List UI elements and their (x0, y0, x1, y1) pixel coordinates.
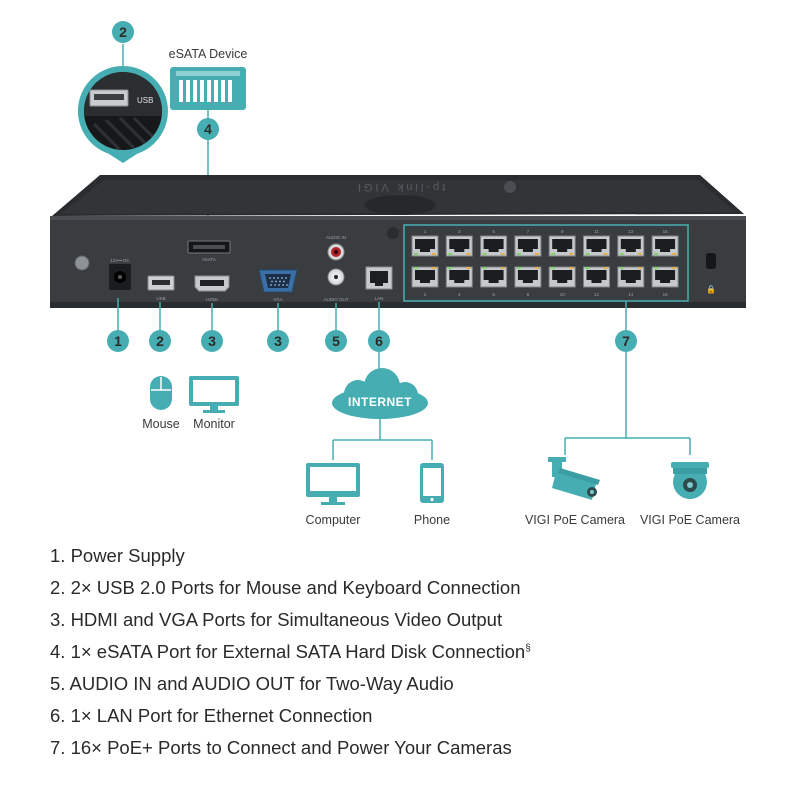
lock-icon: 🔒 (706, 285, 716, 294)
usb-zoom-bubble: USB (77, 66, 168, 163)
internet-label: INTERNET (348, 395, 412, 409)
poe-port-number-9: 9 (561, 229, 564, 234)
monitor-icon (189, 376, 239, 413)
poe-port-15 (651, 235, 679, 257)
lan-label: LAN (375, 296, 384, 301)
callout-3-hdmi-number: 3 (208, 333, 216, 349)
poe-port-number-11: 11 (594, 229, 599, 234)
callout-3-vga-number: 3 (274, 333, 282, 349)
poe-port-number-4: 4 (458, 292, 461, 297)
callout-7: 7 (615, 330, 637, 352)
callout-6: 6 (368, 330, 390, 352)
poe-port-16 (651, 266, 679, 288)
callout-3-hdmi: 3 (201, 330, 223, 352)
callout-1: 1 (107, 330, 129, 352)
camera2-label: VIGI PoE Camera (640, 513, 740, 527)
computer-icon (306, 463, 360, 505)
poe-port-7 (514, 235, 542, 257)
usb-label: USB (156, 296, 165, 301)
poe-port-6 (480, 266, 508, 288)
legend-item-3: 3. HDMI and VGA Ports for Simultaneous V… (50, 609, 503, 630)
callout-1-number: 1 (114, 333, 122, 349)
dc-label: 12V⎓ DC (110, 258, 130, 263)
poe-port-3 (445, 235, 473, 257)
legend-item-6: 6. 1× LAN Port for Ethernet Connection (50, 705, 373, 726)
poe-port-number-8: 8 (527, 292, 530, 297)
callout-6-number: 6 (375, 333, 383, 349)
esata-label: eSATA (202, 257, 216, 262)
poe-port-14 (617, 266, 645, 288)
camera-branch-lines (564, 352, 691, 455)
esata-device-icon (170, 67, 246, 110)
legend-item-4-text: 4. 1× eSATA Port for External SATA Hard … (50, 641, 526, 662)
bullet-camera-icon (548, 457, 600, 500)
callout-4: 4 (197, 118, 219, 140)
phone-icon (420, 463, 444, 503)
legend-item-4: 4. 1× eSATA Port for External SATA Hard … (50, 636, 531, 668)
esata-device-label: eSATA Device (169, 47, 248, 61)
poe-port-number-10: 10 (560, 292, 566, 297)
poe-port-4 (445, 266, 473, 288)
legend-item-2: 2. 2× USB 2.0 Ports for Mouse and Keyboa… (50, 577, 521, 598)
poe-port-number-6: 6 (492, 292, 495, 297)
hdmi-label: HDMI (206, 297, 218, 302)
legend-item-7: 7. 16× PoE+ Ports to Connect and Power Y… (50, 737, 512, 758)
callout-lines (117, 298, 627, 330)
poe-port-number-14: 14 (628, 292, 634, 297)
callout-2-top: 2 (112, 21, 134, 43)
callout-2: 2 (149, 330, 171, 352)
ground-screw (74, 255, 90, 271)
internet-branch-lines (332, 419, 433, 460)
poe-port-number-5: 5 (492, 229, 495, 234)
camera1-label: VIGI PoE Camera (525, 513, 625, 527)
poe-port-9 (548, 235, 576, 257)
poe-port-8 (514, 266, 542, 288)
nvr-device: tp-link VIGI 12V⎓ DC USB HDMI VGA (50, 175, 746, 308)
phone-label: Phone (414, 513, 450, 527)
callout-5: 5 (325, 330, 347, 352)
poe-port-1 (411, 235, 439, 257)
callout-5-number: 5 (332, 333, 340, 349)
mouse-icon (150, 376, 172, 410)
callout-7-number: 7 (622, 333, 630, 349)
poe-port-5 (480, 235, 508, 257)
poe-port-12 (583, 266, 610, 288)
monitor-label: Monitor (193, 417, 235, 431)
poe-port-number-7: 7 (527, 229, 530, 234)
poe-port-number-1: 1 (424, 229, 427, 234)
legend-footnote-mark: § (525, 642, 531, 654)
mouse-label: Mouse (142, 417, 180, 431)
callout-4-number: 4 (204, 121, 212, 137)
svg-text:tp-link VIGI: tp-link VIGI (355, 181, 445, 193)
poe-port-number-16: 16 (663, 292, 669, 297)
poe-port-13 (617, 235, 645, 257)
poe-port-number-13: 13 (628, 229, 634, 234)
poe-port-number-2: 2 (424, 292, 427, 297)
poe-port-number-12: 12 (594, 292, 600, 297)
callout-2-number: 2 (156, 333, 164, 349)
poe-port-11 (583, 235, 610, 257)
audio-in-label: AUDIO IN (326, 235, 346, 240)
legend-item-1: 1. Power Supply (50, 545, 185, 566)
internet-cloud-icon (332, 368, 428, 419)
kensington-slot (706, 253, 716, 269)
poe-port-block (403, 224, 689, 302)
dome-camera-icon (671, 462, 709, 499)
poe-port-10 (548, 266, 576, 288)
legend-item-5: 5. AUDIO IN and AUDIO OUT for Two-Way Au… (50, 673, 454, 694)
usb-zoom-label: USB (137, 96, 153, 105)
poe-port-number-3: 3 (458, 229, 461, 234)
callout-2-top-number: 2 (119, 24, 127, 40)
computer-label: Computer (306, 513, 361, 527)
vga-label: VGA (273, 297, 283, 302)
feature-legend: 1. Power Supply 2. 2× USB 2.0 Ports for … (50, 540, 531, 764)
callout-3-vga: 3 (267, 330, 289, 352)
audio-out-label: AUDIO OUT (323, 297, 348, 302)
poe-port-number-15: 15 (663, 229, 669, 234)
poe-port-2 (411, 266, 439, 288)
